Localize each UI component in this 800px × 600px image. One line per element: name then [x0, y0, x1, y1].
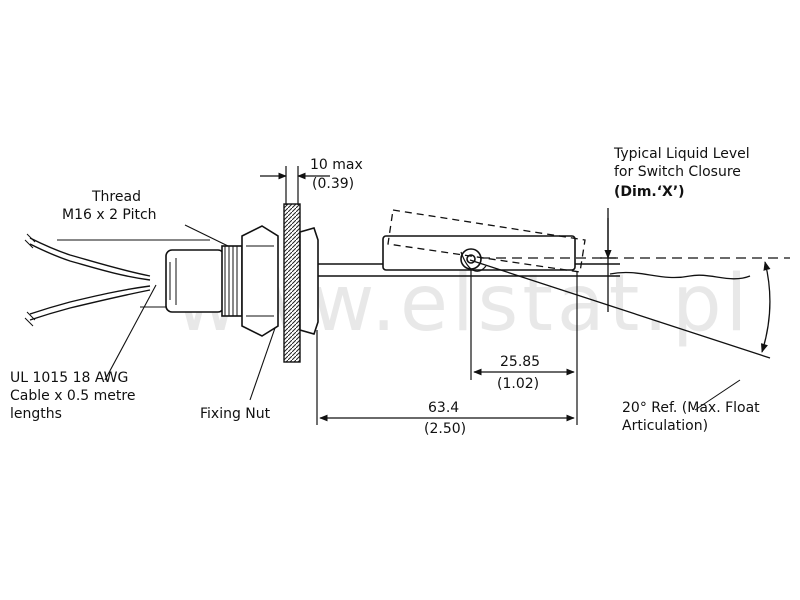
leader-lines — [104, 224, 276, 401]
label-cable-3: lengths — [10, 406, 62, 422]
fixing-washer — [283, 203, 301, 363]
label-dim-x: (Dim.‘X’) — [614, 184, 685, 200]
switch-body — [165, 225, 279, 337]
label-10max-in: (0.39) — [312, 176, 354, 192]
label-634-in: (2.50) — [424, 421, 466, 437]
labels: Thread M16 x 2 Pitch 10 max (0.39) Typic… — [10, 146, 760, 437]
cable-wires — [24, 233, 151, 327]
dim-2585 — [470, 270, 578, 380]
float-horizontal — [382, 235, 576, 272]
label-thread-1: Thread — [91, 189, 141, 205]
angle-arc — [469, 259, 771, 411]
label-thread-2: M16 x 2 Pitch — [62, 207, 157, 223]
label-angle-2: Articulation) — [622, 418, 708, 434]
label-liquid-1: Typical Liquid Level — [613, 146, 750, 162]
label-cable-1: UL 1015 18 AWG — [10, 370, 128, 386]
label-liquid-2: for Switch Closure — [614, 164, 741, 180]
label-cable-2: Cable x 0.5 metre — [10, 388, 135, 404]
label-fixing-nut: Fixing Nut — [200, 406, 271, 422]
dim-10max — [260, 166, 330, 205]
label-634: 63.4 — [428, 400, 459, 416]
label-2585-in: (1.02) — [497, 376, 539, 392]
dim-x-dimension — [600, 208, 616, 312]
float-articulated — [387, 209, 586, 273]
dim-634 — [316, 330, 578, 425]
fixing-nut-shape — [299, 227, 319, 335]
label-angle-1: 20° Ref. (Max. Float — [622, 400, 760, 416]
liquid-surface — [609, 271, 751, 280]
label-2585: 25.85 — [500, 354, 540, 370]
label-10max: 10 max — [310, 157, 363, 173]
